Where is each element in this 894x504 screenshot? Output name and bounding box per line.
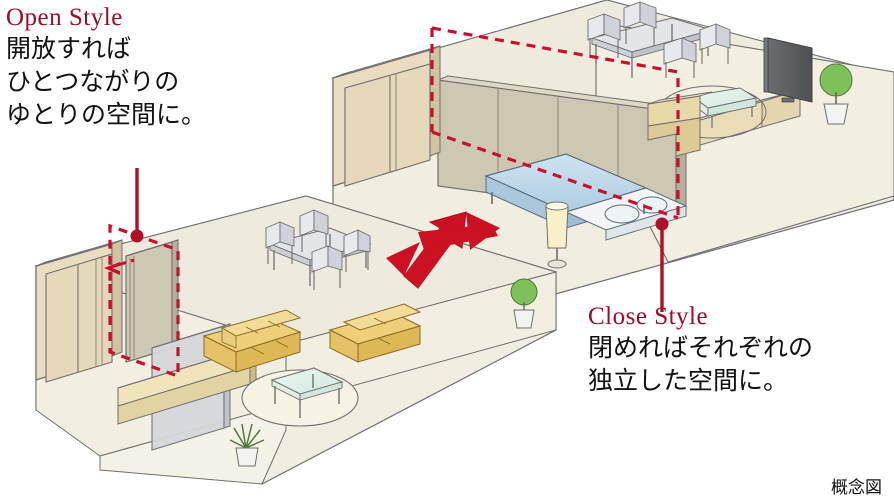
close-style-line-1: 閉めればそれぞれの bbox=[588, 332, 814, 362]
television bbox=[763, 37, 813, 103]
double-headed-arrow bbox=[386, 211, 500, 289]
close-style-callout: Close Style 閉めればそれぞれの 独立した空間に。 bbox=[588, 303, 813, 397]
folded-partition-dashed-outline bbox=[108, 223, 180, 379]
wooden-sill bbox=[647, 91, 713, 157]
potted-plant bbox=[510, 278, 538, 329]
open-style-callout: Open Style 開放すれば ひとつながりの ゆとりの空間に。 bbox=[6, 4, 206, 131]
dining-chairs bbox=[265, 209, 371, 290]
closed-partition-dashed-outline bbox=[430, 26, 680, 220]
floor-lamp bbox=[545, 201, 569, 269]
open-style-scene bbox=[34, 195, 558, 485]
open-style-line-3: ゆとりの空間に。 bbox=[6, 99, 207, 129]
three-seat-sofa bbox=[202, 309, 302, 373]
closet bbox=[344, 63, 431, 187]
fold-direction-arrow bbox=[104, 258, 135, 275]
potted-plant bbox=[819, 63, 853, 125]
dining-chairs bbox=[587, 1, 731, 78]
figure-caption: 概念図 bbox=[831, 478, 882, 498]
closet bbox=[45, 253, 113, 383]
close-style-title: Close Style bbox=[588, 303, 709, 330]
dining-set bbox=[587, 1, 731, 78]
glass-coffee-table bbox=[270, 367, 344, 418]
open-style-line-1: 開放すれば bbox=[6, 33, 132, 63]
open-style-line-2: ひとつながりの bbox=[6, 66, 180, 96]
close-style-leader-line bbox=[655, 217, 669, 312]
two-seat-sofa bbox=[328, 303, 422, 363]
close-style-line-2: 独立した空間に。 bbox=[588, 365, 789, 395]
dining-set bbox=[265, 209, 372, 290]
open-style-title: Open Style bbox=[6, 4, 123, 31]
open-style-leader-line bbox=[130, 168, 144, 243]
spiky-plant bbox=[229, 423, 265, 467]
